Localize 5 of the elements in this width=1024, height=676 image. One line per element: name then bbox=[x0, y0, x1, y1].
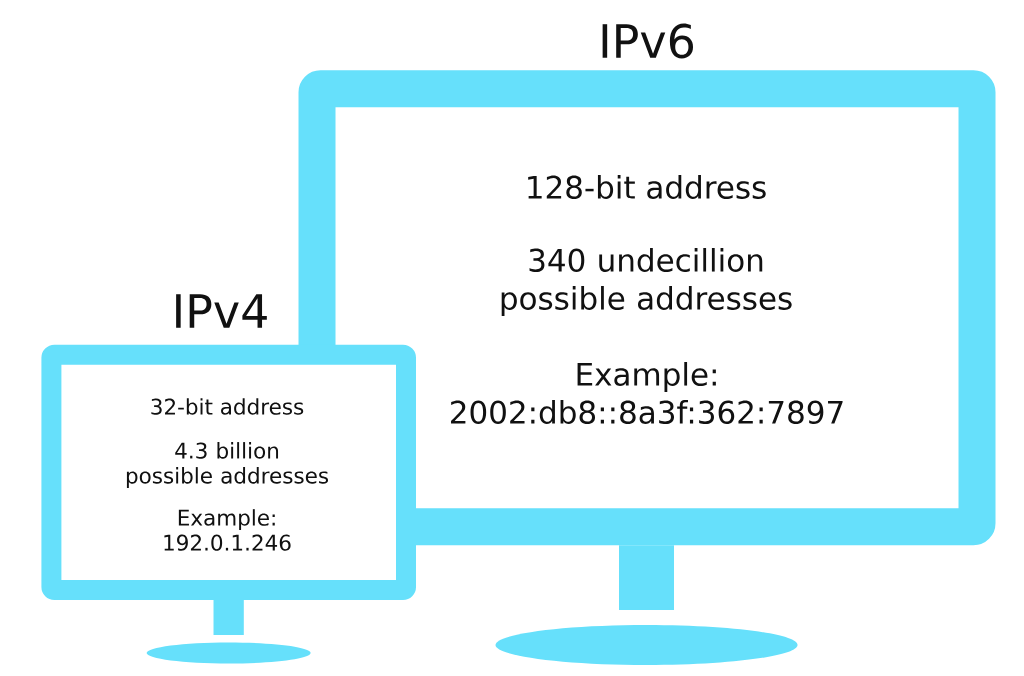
heading: IPv4 bbox=[176, 294, 267, 328]
heading: IPv6 bbox=[602, 23, 693, 59]
screen-text: 128-bit address bbox=[528, 175, 766, 199]
screen-text: 340 undecillion possible addresses bbox=[501, 248, 792, 316]
screen-text: Example: 2002:db8::8a3f:362:7897 bbox=[451, 362, 843, 424]
